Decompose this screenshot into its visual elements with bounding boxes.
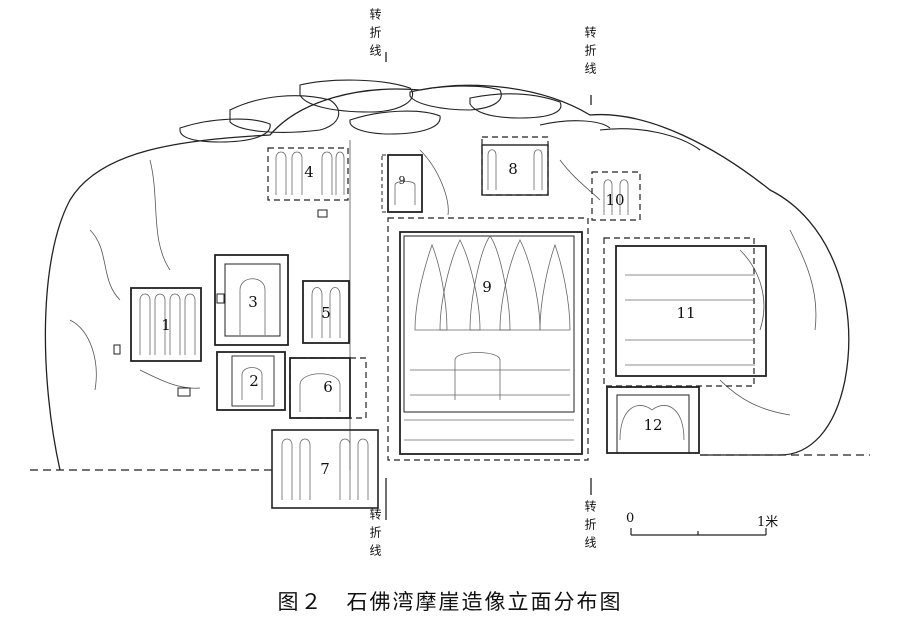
- rock-texture: [69, 140, 817, 470]
- niche-6-dashed: [289, 357, 367, 419]
- niche-11-frame: [615, 245, 767, 377]
- niche-9-outer: [387, 217, 589, 461]
- ground-line: [30, 454, 870, 471]
- scale-end-label: 1米: [757, 515, 779, 530]
- niche-number: 2: [249, 372, 259, 390]
- niche-8-inner: [481, 144, 549, 196]
- fold-line-label: 转折线: [583, 26, 597, 80]
- fold-lines: [385, 52, 592, 520]
- scale-bar: [630, 528, 767, 536]
- niche-number: 12: [643, 416, 662, 434]
- niche-11-outer: [603, 237, 755, 387]
- niche-number: 5: [321, 304, 331, 322]
- statue-figures: [139, 149, 755, 500]
- niche-2-frame: [216, 351, 286, 411]
- niche-number: 3: [248, 293, 258, 311]
- figure-caption: 图２ 石佛湾摩崖造像立面分布图: [277, 590, 623, 614]
- niche-number: 6: [323, 378, 333, 396]
- niche-10-frame: [591, 171, 641, 221]
- niche-12-inner: [616, 394, 690, 454]
- niche-frames: [130, 136, 767, 509]
- niche-1-frame: [130, 287, 202, 362]
- fold-line-label: 转折线: [368, 508, 382, 562]
- top-boulders: [179, 79, 701, 151]
- niche-4-frame: [267, 147, 349, 201]
- niche-number: 11: [676, 304, 695, 322]
- small-markers: [113, 209, 328, 397]
- niche-number: 8: [508, 160, 518, 178]
- scale-start-label: 0: [626, 511, 635, 526]
- fold-line-label: 转折线: [583, 500, 597, 554]
- niche-9-inner: [403, 235, 575, 413]
- niche-5-frame: [302, 280, 350, 344]
- niche-3-frame: [214, 254, 289, 346]
- niche-6-frame: [289, 357, 351, 419]
- niche-number: 9: [482, 278, 492, 296]
- rock-outline: [44, 84, 850, 471]
- niche-3-inner: [224, 263, 281, 337]
- niche-number: 1: [161, 316, 171, 334]
- fold-line-label: 转折线: [368, 8, 382, 62]
- niche-number: 10: [605, 191, 624, 209]
- niche-number: 7: [320, 460, 330, 478]
- niche-9-frame: [399, 231, 583, 455]
- niche-numbers: 1 2 3 4 5 6 7 8 9 10 11 12 9: [161, 160, 695, 478]
- niche-number-9a: 9: [399, 174, 406, 187]
- niche-2-inner: [231, 355, 275, 407]
- niche-number: 4: [304, 163, 314, 181]
- niche-7-frame: [271, 429, 379, 509]
